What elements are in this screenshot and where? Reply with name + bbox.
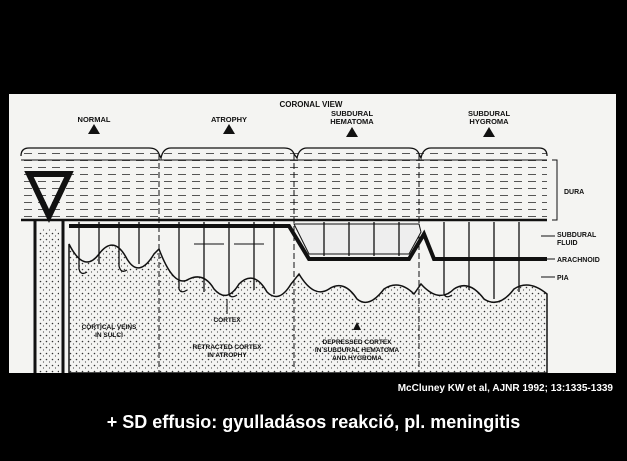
label-retracted-cortex: RETRACTED CORTEX xyxy=(193,344,263,351)
svg-text:IN ATROPHY: IN ATROPHY xyxy=(207,352,247,359)
panel-label-subdural-hygroma: SUBDURAL HYGROMA xyxy=(468,109,511,137)
svg-text:IN SULCI: IN SULCI xyxy=(95,332,123,339)
arrow-up-icon xyxy=(483,127,495,137)
label-subdural-fluid: SUBDURAL xyxy=(557,232,597,239)
svg-text:AND HYGROMA: AND HYGROMA xyxy=(332,355,382,362)
arrow-up-icon xyxy=(88,124,100,134)
arrow-up-icon xyxy=(223,124,235,134)
slide-caption: + SD effusio: gyulladásos reakció, pl. m… xyxy=(0,412,627,433)
label-cortex: CORTEX xyxy=(213,317,241,324)
label-arachnoid: ARACHNOID xyxy=(557,257,600,264)
panel-label-atrophy: ATROPHY xyxy=(211,115,247,134)
svg-text:HYGROMA: HYGROMA xyxy=(469,117,509,126)
label-depressed-cortex: DEPRESSED CORTEX xyxy=(323,339,393,346)
svg-text:NORMAL: NORMAL xyxy=(78,115,111,124)
diagram-title: CORONAL VIEW xyxy=(280,100,343,109)
citation: McCluney KW et al, AJNR 1992; 13:1335-13… xyxy=(398,383,613,394)
dura-layer xyxy=(21,148,547,220)
svg-text:IN SUBDURAL HEMATOMA: IN SUBDURAL HEMATOMA xyxy=(315,347,399,354)
label-cortical-veins: CORTICAL VEINS xyxy=(82,324,137,331)
meninges-diagram: CORONAL VIEW NORMAL ATROPHY SUBDURAL HEM… xyxy=(9,94,616,373)
arrow-up-icon xyxy=(346,127,358,137)
label-dura: DURA xyxy=(564,189,584,196)
panel-label-subdural-hematoma: SUBDURAL HEMATOMA xyxy=(330,109,374,137)
svg-text:HEMATOMA: HEMATOMA xyxy=(330,117,374,126)
svg-text:FLUID: FLUID xyxy=(557,240,578,247)
cortex-surface xyxy=(69,244,547,373)
diagram-svg: CORONAL VIEW NORMAL ATROPHY SUBDURAL HEM… xyxy=(9,94,616,373)
svg-text:ATROPHY: ATROPHY xyxy=(211,115,247,124)
panel-label-normal: NORMAL xyxy=(78,115,111,134)
label-pia: PIA xyxy=(557,275,569,282)
